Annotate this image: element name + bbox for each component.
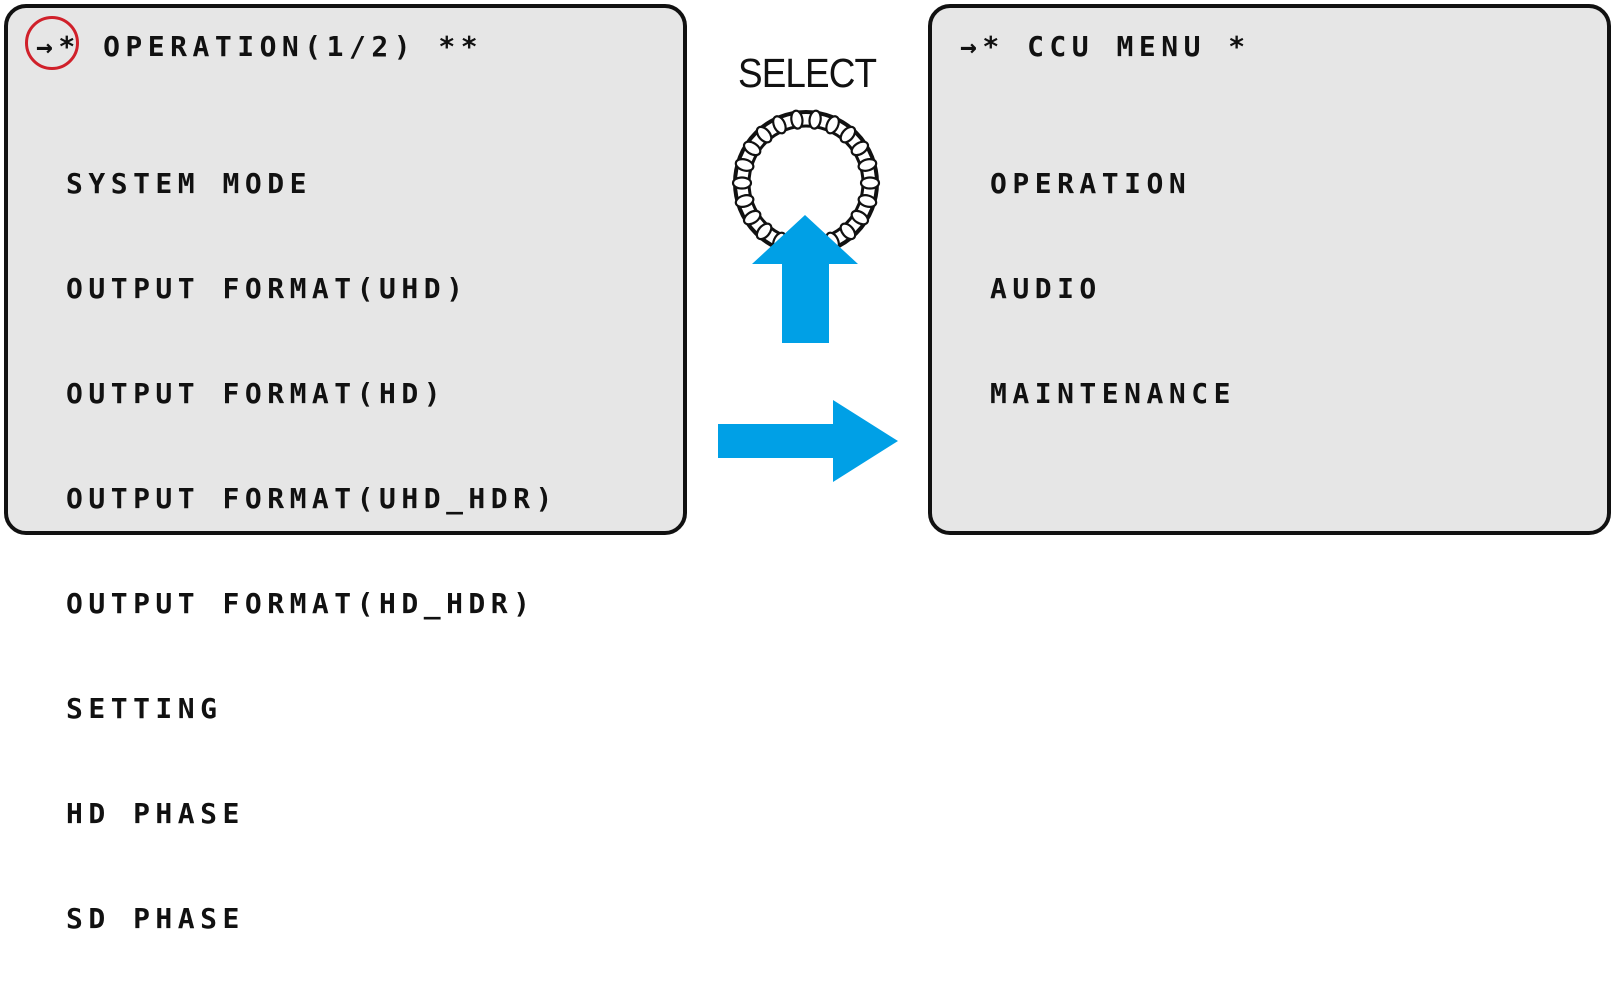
knob-grip-bump bbox=[772, 115, 787, 135]
knob-grip-bump bbox=[850, 140, 870, 157]
push-arrow-icon bbox=[752, 215, 858, 343]
knob-grip-bump bbox=[857, 158, 878, 172]
knob-grip-bump bbox=[808, 109, 822, 130]
knob-grip-bump bbox=[790, 109, 804, 130]
menu-item-system-mode[interactable]: SYSTEM MODE bbox=[66, 167, 312, 200]
knob-grip-bump bbox=[755, 125, 773, 144]
operation-menu-screen: →* OPERATION(1/2) ** SYSTEM MODE OUTPUT … bbox=[4, 4, 687, 935]
menu-item-setting[interactable]: SETTING bbox=[66, 692, 223, 725]
operation-menu-title: →* OPERATION(1/2) ** bbox=[36, 29, 483, 64]
knob-grip-bump bbox=[734, 158, 755, 172]
knob-grip-bump bbox=[839, 222, 857, 241]
knob-grip-bump bbox=[755, 222, 773, 241]
knob-grip-bump bbox=[839, 125, 857, 144]
menu-item-output-format-uhd-hdr[interactable]: OUTPUT FORMAT(UHD_HDR) bbox=[66, 482, 558, 515]
menu-item-sd-phase[interactable]: SD PHASE bbox=[66, 902, 245, 935]
knob-grip-bump bbox=[859, 176, 881, 190]
knob-grip-bump bbox=[742, 209, 762, 226]
operation-menu-title-text: * OPERATION(1/2) ** bbox=[58, 30, 484, 63]
transition-arrow-icon bbox=[718, 400, 898, 482]
knob-grip-bump bbox=[731, 176, 753, 190]
knob-grip-bump bbox=[742, 140, 762, 157]
knob-grip-bump bbox=[734, 194, 755, 208]
cursor-highlight-circle bbox=[25, 16, 79, 70]
menu-item-audio[interactable]: AUDIO bbox=[990, 272, 1102, 305]
ccu-menu-title: →* CCU MENU * bbox=[960, 30, 1251, 63]
menu-item-operation[interactable]: OPERATION bbox=[990, 167, 1192, 200]
knob-grip-bump bbox=[857, 194, 878, 208]
menu-item-output-format-hd-hdr[interactable]: OUTPUT FORMAT(HD_HDR) bbox=[66, 587, 536, 620]
knob-grip-bump bbox=[825, 115, 840, 135]
ccu-menu-screen: →* CCU MENU * OPERATION AUDIO MAINTENANC… bbox=[928, 4, 1611, 535]
menu-item-output-format-hd[interactable]: OUTPUT FORMAT(HD) bbox=[66, 377, 447, 410]
select-label: SELECT bbox=[738, 50, 877, 96]
knob-grip-bump bbox=[850, 209, 870, 226]
ccu-menu-list: OPERATION AUDIO MAINTENANCE bbox=[990, 96, 1236, 481]
operation-menu-list: SYSTEM MODE OUTPUT FORMAT(UHD) OUTPUT FO… bbox=[66, 96, 558, 1006]
menu-item-hd-phase[interactable]: HD PHASE bbox=[66, 797, 245, 830]
menu-item-maintenance[interactable]: MAINTENANCE bbox=[990, 377, 1236, 410]
menu-item-output-format-uhd[interactable]: OUTPUT FORMAT(UHD) bbox=[66, 272, 469, 305]
